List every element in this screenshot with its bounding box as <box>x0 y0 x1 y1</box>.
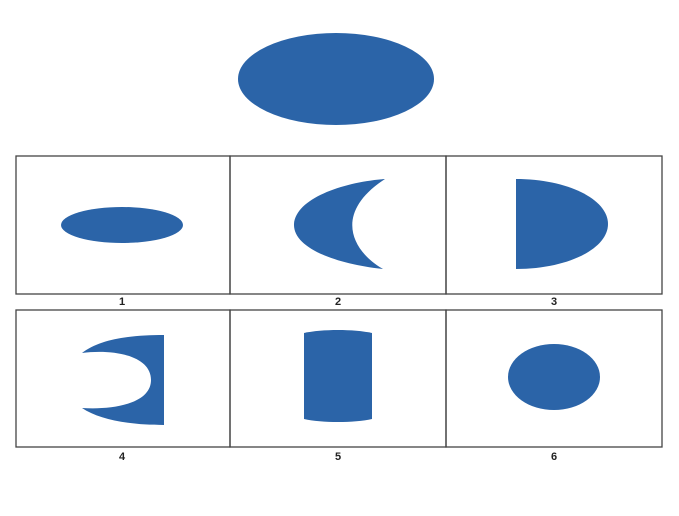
option-label-4: 4 <box>118 451 126 463</box>
option-5-barrel <box>304 330 372 422</box>
option-label-3: 3 <box>550 296 558 308</box>
answer-grid-bottom-row <box>15 309 663 448</box>
answer-grid-top-row <box>15 155 663 295</box>
option-label-1: 1 <box>118 296 126 308</box>
option-cell-4[interactable] <box>15 309 231 448</box>
option-2-crescent <box>293 179 385 269</box>
option-label-5: 5 <box>334 451 342 463</box>
option-label-2: 2 <box>334 296 342 308</box>
option-cell-6[interactable] <box>445 309 663 448</box>
option-1-flat-ellipse <box>61 207 183 243</box>
option-cell-3[interactable] <box>445 155 663 295</box>
option-label-6: 6 <box>550 451 558 463</box>
target-ellipse <box>238 33 434 125</box>
option-3-half-ellipse <box>516 179 608 269</box>
option-6-oval <box>508 344 600 410</box>
option-4-ellipse-cutout <box>82 335 164 425</box>
